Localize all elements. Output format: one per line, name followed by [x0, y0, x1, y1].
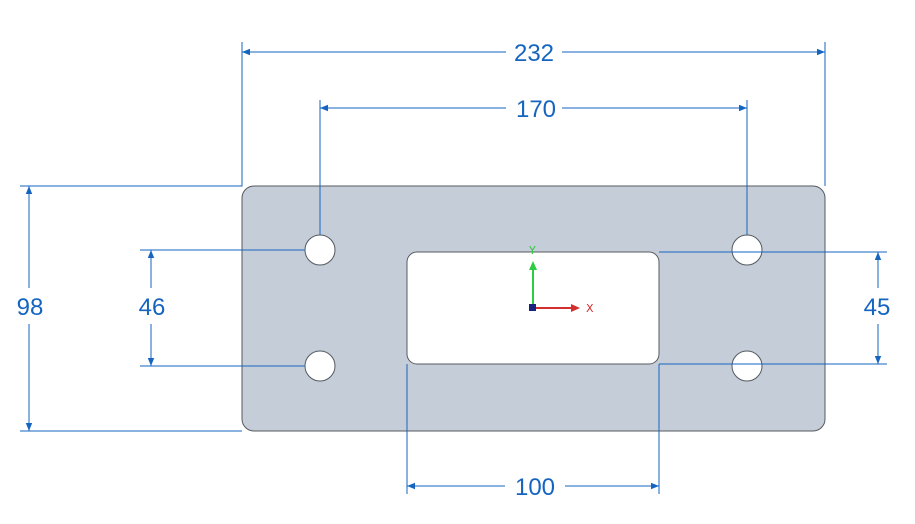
dimension-label-hole-spacing-x[interactable]: 170 [516, 96, 556, 123]
dimension-label-overall-height[interactable]: 98 [17, 294, 44, 321]
mounting-hole-bottom-right[interactable] [731, 350, 763, 382]
dimension-hole-spacing-x[interactable] [319, 100, 748, 235]
extension-line-top-left [20, 42, 243, 187]
mounting-hole-top-right[interactable] [731, 234, 763, 266]
dimension-label-overall-width[interactable]: 232 [514, 40, 554, 67]
dimension-slot-width[interactable] [406, 364, 660, 494]
triad-y-label: Y [528, 244, 536, 257]
dimension-label-slot-height[interactable]: 45 [864, 294, 891, 321]
coordinate-triad: Y X [528, 244, 594, 315]
dimension-label-slot-width[interactable]: 100 [515, 474, 555, 501]
triad-x-label: X [586, 302, 594, 315]
dimension-slot-height[interactable] [659, 251, 887, 365]
dimension-label-hole-spacing-y[interactable]: 46 [139, 294, 166, 321]
dimension-hole-spacing-y[interactable] [140, 249, 305, 367]
mounting-hole-bottom-left[interactable] [304, 350, 336, 382]
dimension-overall-height[interactable] [20, 186, 242, 432]
mounting-hole-top-left[interactable] [304, 234, 336, 266]
triad-origin-icon [529, 304, 536, 311]
